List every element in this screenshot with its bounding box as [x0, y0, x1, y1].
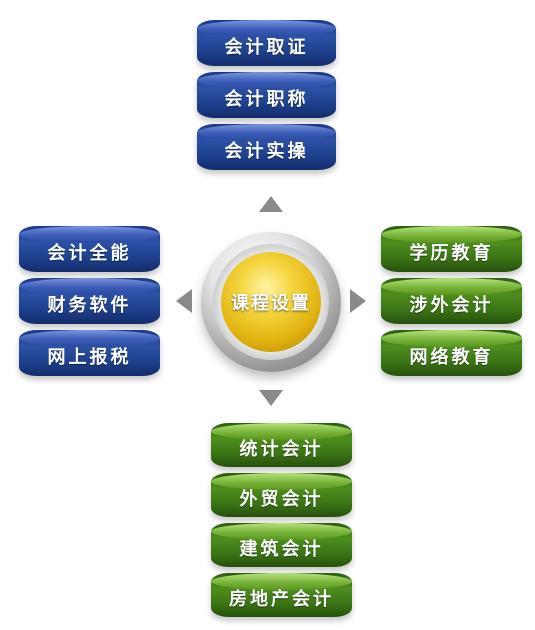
course-item-label: 外贸会计: [239, 489, 324, 510]
course-item-label: 会计取证: [224, 37, 309, 58]
left-group: 会计全能 财务软件 网上报税: [19, 226, 160, 376]
arrow-up-icon: [259, 196, 283, 212]
course-item-label: 财务软件: [47, 295, 132, 316]
course-settings-button[interactable]: 课程设置: [221, 252, 321, 352]
course-item-label: 网络教育: [409, 347, 494, 368]
course-item-accounting-title[interactable]: 会计职称: [197, 72, 336, 118]
course-item-label: 建筑会计: [239, 539, 324, 560]
right-group: 学历教育 涉外会计 网络教育: [381, 226, 522, 376]
course-item-statistics-accounting[interactable]: 统计会计: [211, 423, 352, 467]
center-hub: 课程设置: [201, 232, 341, 372]
bottom-group: 统计会计 外贸会计 建筑会计 房地产会计: [211, 423, 352, 617]
course-item-academic-education[interactable]: 学历教育: [381, 226, 522, 272]
arrow-left-icon: [176, 289, 192, 313]
course-item-real-estate-accounting[interactable]: 房地产会计: [211, 573, 352, 617]
course-item-label: 涉外会计: [409, 295, 494, 316]
course-item-online-tax[interactable]: 网上报税: [19, 330, 160, 376]
course-item-foreign-accounting[interactable]: 涉外会计: [381, 278, 522, 324]
arrow-right-icon: [350, 289, 366, 313]
arrow-down-icon: [259, 390, 283, 406]
course-item-label: 会计实操: [224, 141, 309, 162]
center-label: 课程设置: [231, 293, 311, 314]
course-item-label: 会计全能: [47, 243, 132, 264]
course-item-accounting-certification[interactable]: 会计取证: [197, 20, 336, 66]
course-item-label: 统计会计: [239, 439, 324, 460]
course-item-label: 房地产会计: [229, 589, 334, 610]
course-item-trade-accounting[interactable]: 外贸会计: [211, 473, 352, 517]
course-item-label: 网上报税: [47, 347, 132, 368]
course-item-finance-software[interactable]: 财务软件: [19, 278, 160, 324]
course-item-accounting-all-round[interactable]: 会计全能: [19, 226, 160, 272]
course-item-construction-accounting[interactable]: 建筑会计: [211, 523, 352, 567]
course-item-label: 会计职称: [224, 89, 309, 110]
course-item-accounting-practice[interactable]: 会计实操: [197, 124, 336, 170]
course-item-label: 学历教育: [409, 243, 494, 264]
top-group: 会计取证 会计职称 会计实操: [197, 20, 336, 170]
course-item-online-education[interactable]: 网络教育: [381, 330, 522, 376]
